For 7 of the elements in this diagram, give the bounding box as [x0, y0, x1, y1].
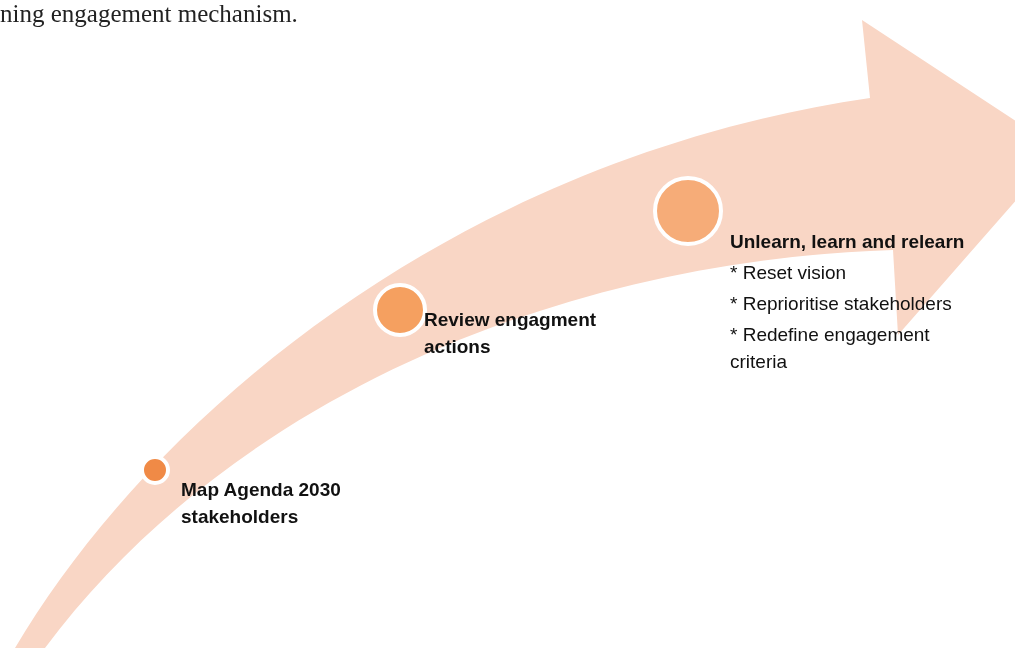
step-bullet: * Reset vision	[730, 261, 848, 285]
step-bullet: * Reprioritise stakeholders	[730, 292, 953, 316]
step-title: Map Agenda 2030 stakeholders	[181, 478, 342, 529]
step-title: Review engagment actions	[424, 308, 598, 359]
caption-text: ning engagement mechanism.	[0, 0, 298, 28]
step-title: Unlearn, learn and relearn	[730, 230, 966, 254]
step-bullet: * Redefine engagement criteria	[730, 323, 931, 374]
